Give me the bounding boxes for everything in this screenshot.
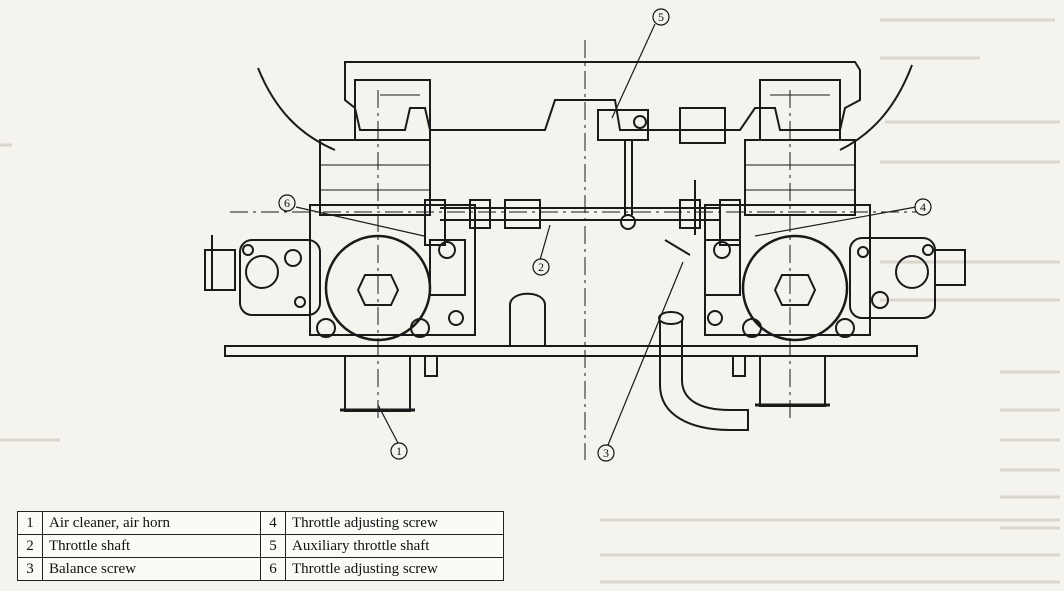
legend-number: 2 [17, 534, 43, 558]
legend-label: Throttle adjusting screw [285, 511, 504, 535]
callout-3: 3 [597, 444, 615, 462]
throttle-shaft [440, 199, 720, 230]
callout-6-label: 6 [284, 196, 290, 210]
base-plate [224, 345, 918, 412]
engine-arc-right [839, 64, 913, 151]
callout-6: 6 [278, 194, 296, 212]
legend-label: Air cleaner, air horn [42, 511, 261, 535]
legend-number: 3 [17, 557, 43, 581]
leader-lines [295, 23, 917, 446]
callout-2: 2 [532, 258, 550, 276]
legend-number: 5 [260, 534, 286, 558]
callout-1: 1 [390, 442, 408, 460]
legend-label: Throttle adjusting screw [285, 557, 504, 581]
legend-label: Throttle shaft [42, 534, 261, 558]
callout-1-label: 1 [396, 444, 402, 458]
right-carburetor-body [704, 139, 966, 342]
legend-row: 3 Balance screw 6 Throttle adjusting scr… [17, 557, 504, 581]
legend-label: Balance screw [42, 557, 261, 581]
legend-label: Auxiliary throttle shaft [285, 534, 504, 558]
callout-4: 4 [914, 198, 932, 216]
center-pipes [509, 292, 749, 431]
parts-legend-table: 1 Air cleaner, air horn 4 Throttle adjus… [17, 511, 504, 581]
legend-number: 1 [17, 511, 43, 535]
legend-row: 2 Throttle shaft 5 Auxiliary throttle sh… [17, 534, 504, 558]
callout-3-label: 3 [603, 446, 609, 460]
intake-manifold [344, 61, 861, 141]
engine-arc-left [257, 67, 336, 151]
left-carburetor-body [204, 139, 476, 342]
legend-number: 6 [260, 557, 286, 581]
auxiliary-throttle-linkage [597, 107, 726, 256]
callout-5-label: 5 [658, 10, 664, 24]
callout-2-label: 2 [538, 260, 544, 274]
callout-5: 5 [652, 8, 670, 26]
legend-row: 1 Air cleaner, air horn 4 Throttle adjus… [17, 511, 504, 535]
faint-text-lines [0, 18, 1060, 584]
center-lines [230, 40, 930, 460]
legend-number: 4 [260, 511, 286, 535]
callout-4-label: 4 [920, 200, 926, 214]
